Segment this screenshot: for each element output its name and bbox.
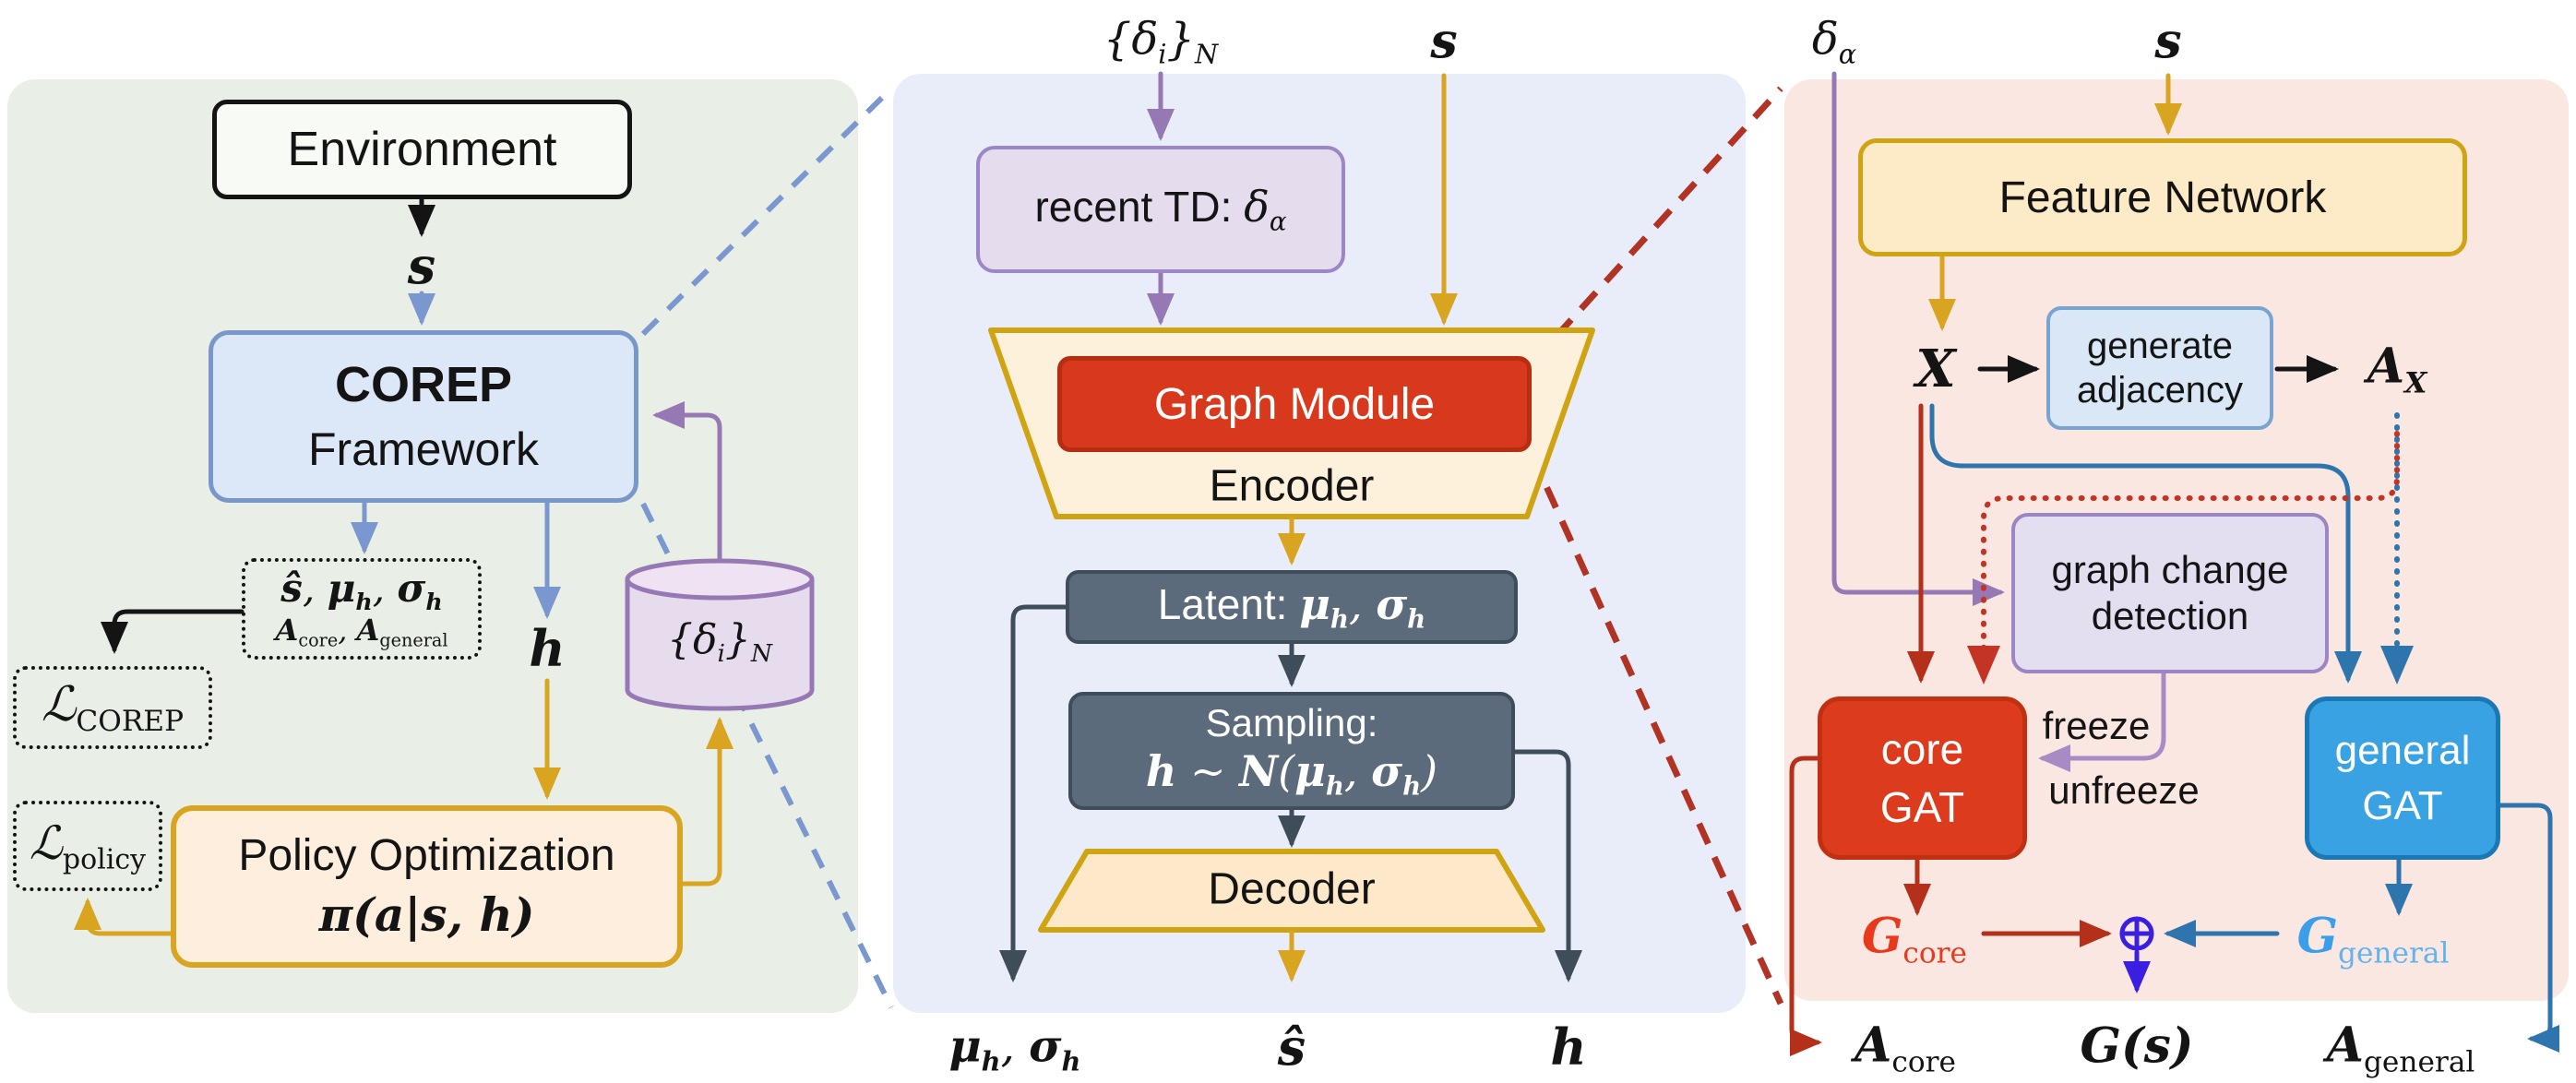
arrow-params-to-losscorep bbox=[101, 609, 244, 654]
params-line1: ŝ, μh, σh bbox=[280, 565, 443, 615]
output-shat-label: ŝ bbox=[1277, 1018, 1306, 1077]
policy-title: Policy Optimization bbox=[238, 830, 615, 880]
policy-optimization-box: Policy Optimization π(a|s, h) bbox=[171, 805, 683, 968]
gcd-line1: graph change bbox=[2051, 547, 2289, 591]
general-gat-line2: GAT bbox=[2362, 782, 2443, 828]
sampling-box: Sampling: h ~ N(μh, σh) bbox=[1068, 692, 1515, 810]
delta-alpha-label: δα bbox=[1811, 13, 1857, 70]
state-s-input-label: s bbox=[1430, 13, 1458, 70]
g-of-s-label: G(s) bbox=[2080, 1018, 2194, 1075]
policy-formula: π(a|s, h) bbox=[318, 887, 535, 943]
dashed-blue-top bbox=[640, 86, 894, 337]
corep-title: COREP bbox=[334, 357, 513, 413]
freeze-label: freeze bbox=[2042, 704, 2151, 747]
graph-module-label: Graph Module bbox=[1153, 379, 1436, 429]
dashed-blue-bottom bbox=[640, 502, 894, 1009]
zoom-connector-lines bbox=[640, 86, 1784, 1009]
core-gat-line1: core bbox=[1880, 725, 1964, 774]
state-s-right-label: s bbox=[2154, 13, 2182, 70]
adjacency-ax-label: AX bbox=[2367, 338, 2427, 400]
a-core-label: Acore bbox=[1854, 1017, 1956, 1079]
arrow-gcd-freeze-to-coregat bbox=[2038, 671, 2166, 772]
td-buffer-cylinder bbox=[625, 558, 815, 711]
decoder-label: Decoder bbox=[1208, 864, 1376, 914]
general-gat-line1: general bbox=[2334, 728, 2471, 774]
corep-framework-box: COREP Framework bbox=[209, 330, 638, 503]
sampling-title: Sampling: bbox=[1205, 700, 1378, 744]
dashed-red-top bbox=[1529, 86, 1783, 366]
arrow-policy-to-losspolicy bbox=[74, 898, 173, 936]
g-general-label: Ggeneral bbox=[2296, 908, 2450, 970]
latent-label: Latent: μh, σh bbox=[1157, 579, 1426, 635]
params-box: ŝ, μh, σh Acore, Ageneral bbox=[242, 558, 482, 660]
arrow-generalgat-to-ageneral bbox=[2498, 803, 2559, 1053]
arrow-sampling-to-h-out bbox=[1512, 749, 1582, 982]
buffer-input-label: {δi}N bbox=[1103, 13, 1219, 70]
arrow-deltaalpha-to-gcd bbox=[1831, 71, 2005, 606]
output-h-label: h bbox=[1550, 1018, 1587, 1077]
arrow-x-to-generalgat bbox=[1929, 403, 2362, 684]
dashed-red-bottom bbox=[1528, 452, 1784, 1006]
arrow-policy-to-buffer bbox=[680, 717, 733, 887]
a-general-label: Ageneral bbox=[2326, 1017, 2475, 1079]
environment-label: Environment bbox=[287, 123, 557, 176]
environment-box: Environment bbox=[212, 100, 632, 199]
generate-adjacency-line2: adjacency bbox=[2076, 370, 2244, 411]
dotted-arrow-ax-to-coregat bbox=[1967, 431, 2400, 684]
graph-module-box: Graph Module bbox=[1057, 356, 1532, 452]
general-gat-box: general GAT bbox=[2305, 696, 2500, 860]
loss-corep-label: ℒCOREP bbox=[41, 677, 185, 738]
latent-h-label: h bbox=[529, 619, 566, 678]
arrow-buffer-to-corep bbox=[652, 401, 722, 562]
oplus-icon bbox=[2119, 916, 2154, 951]
loss-policy-label: ℒpolicy bbox=[29, 815, 147, 876]
td-buffer-label: {δi}N bbox=[666, 615, 773, 669]
feature-network-label: Feature Network bbox=[1998, 173, 2327, 222]
decoder-trapezoid bbox=[1038, 849, 1545, 933]
latent-box: Latent: μh, σh bbox=[1066, 570, 1518, 644]
corep-subtitle: Framework bbox=[307, 423, 540, 476]
arrow-latent-to-musigma-out bbox=[999, 604, 1068, 982]
generate-adjacency-box: generate adjacency bbox=[2046, 306, 2273, 430]
graph-change-detection-box: graph change detection bbox=[2011, 513, 2329, 673]
unfreeze-label: unfreeze bbox=[2048, 768, 2200, 812]
gcd-line2: detection bbox=[2091, 594, 2249, 637]
arrow-coregat-to-acore bbox=[1789, 756, 1822, 1056]
output-musigma-label: μh, σh bbox=[948, 1020, 1081, 1077]
feature-network-box: Feature Network bbox=[1858, 138, 2467, 256]
params-line2: Acore, Ageneral bbox=[275, 613, 448, 652]
recent-td-label: recent TD: δα bbox=[1034, 182, 1287, 237]
g-core-label: Gcore bbox=[1861, 908, 1968, 970]
core-gat-box: core GAT bbox=[1818, 696, 2027, 860]
state-s-label: s bbox=[407, 236, 436, 295]
recent-td-box: recent TD: δα bbox=[976, 146, 1345, 273]
core-gat-line2: GAT bbox=[1879, 782, 1965, 831]
node-features-x-label: X bbox=[1915, 339, 1956, 399]
sampling-formula: h ~ N(μh, σh) bbox=[1145, 746, 1438, 802]
loss-corep-box: ℒCOREP bbox=[13, 666, 212, 749]
generate-adjacency-line1: generate bbox=[2087, 326, 2233, 366]
loss-policy-box: ℒpolicy bbox=[13, 801, 162, 891]
encoder-label: Encoder bbox=[1209, 461, 1375, 511]
